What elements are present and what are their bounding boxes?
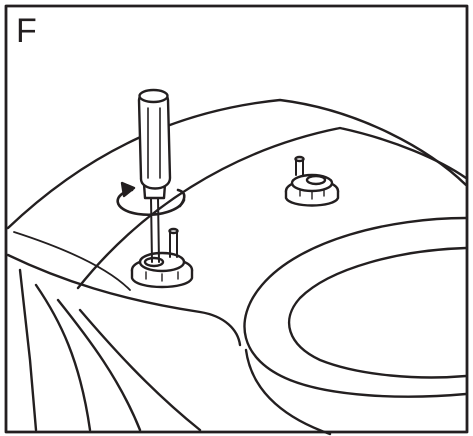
toilet-skirt-line-4 (78, 308, 202, 432)
toilet-bowl-lower-edge (244, 348, 332, 436)
toilet-surface-crease (13, 231, 131, 291)
hinge-post-icon (284, 155, 340, 207)
hinge-post-icon (130, 227, 194, 289)
toilet-skirt-line-3 (56, 298, 142, 432)
toilet-rim-back-edge (6, 98, 468, 230)
toilet-bowl-opening (243, 216, 468, 398)
toilet-skirt-line-1 (18, 268, 38, 432)
step-label: F (16, 12, 37, 50)
toilet-skirt-line-2 (34, 283, 92, 432)
screwdriver-icon (137, 88, 172, 263)
toilet-front-edge (6, 253, 242, 347)
rotation-arrow-icon (116, 181, 186, 216)
panel-border (4, 4, 469, 434)
toilet-rim-inner-line (76, 126, 468, 290)
toilet-bowl-inner (287, 246, 468, 379)
